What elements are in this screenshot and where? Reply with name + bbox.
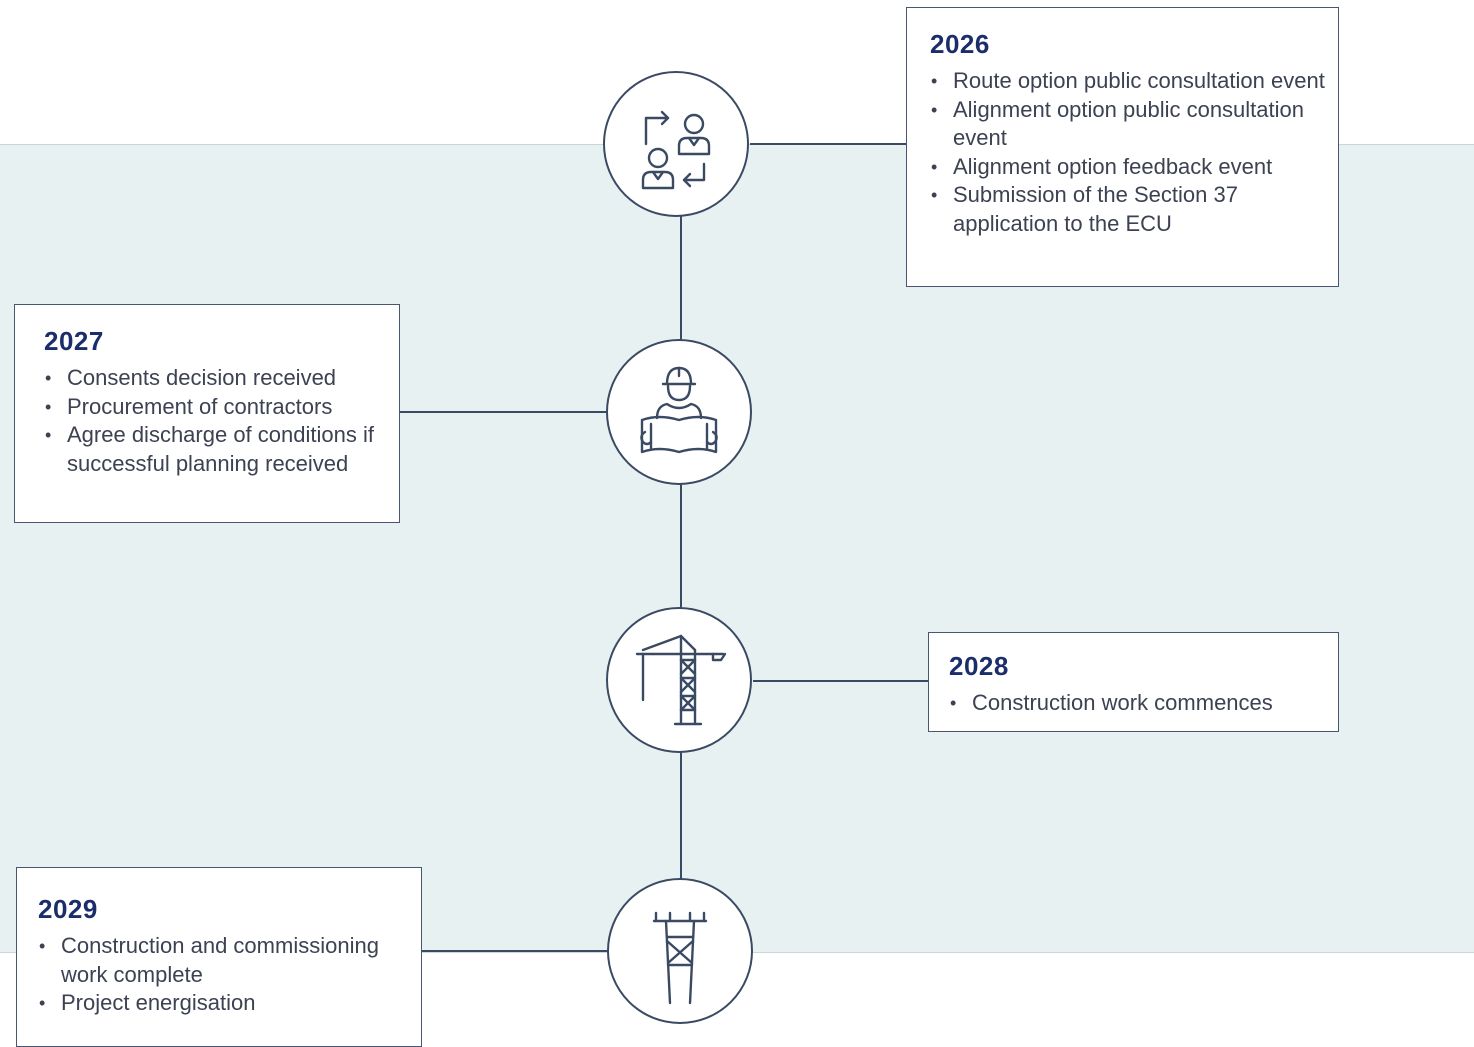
milestone-year: 2028 — [949, 651, 1009, 681]
crane-node — [606, 607, 752, 753]
milestone-card-2026: 2026 Route option public consultation ev… — [906, 7, 1339, 287]
list-item: Construction work commences — [949, 689, 1338, 718]
pylon-node — [607, 878, 753, 1024]
list-item: Construction and commissioning work comp… — [38, 932, 421, 989]
milestone-list: Consents decision received Procurement o… — [44, 364, 399, 478]
milestone-card-2028: 2028 Construction work commences — [928, 632, 1339, 732]
milestone-year: 2029 — [38, 894, 98, 924]
list-item: Procurement of contractors — [44, 393, 399, 422]
milestone-card-2029: 2029 Construction and commissioning work… — [16, 867, 422, 1047]
engineer-node — [606, 339, 752, 485]
pylon-icon — [652, 911, 708, 1005]
list-item: Alignment option public consultation eve… — [930, 96, 1338, 153]
milestone-list: Route option public consultation event A… — [930, 67, 1338, 238]
milestone-year: 2026 — [930, 29, 990, 59]
construction-crane-icon — [635, 634, 727, 726]
engineer-with-plans-icon — [640, 366, 718, 454]
list-item: Consents decision received — [44, 364, 399, 393]
list-item: Agree discharge of conditions if success… — [44, 421, 399, 478]
list-item: Alignment option feedback event — [930, 153, 1338, 182]
people-exchange-icon — [641, 110, 711, 190]
milestone-list: Construction work commences — [949, 689, 1338, 718]
list-item: Route option public consultation event — [930, 67, 1338, 96]
milestone-year: 2027 — [44, 326, 104, 356]
people-exchange-node — [603, 71, 749, 217]
milestone-card-2027: 2027 Consents decision received Procurem… — [14, 304, 400, 523]
milestone-list: Construction and commissioning work comp… — [38, 932, 421, 1018]
list-item: Project energisation — [38, 989, 421, 1018]
list-item: Submission of the Section 37 application… — [930, 181, 1338, 238]
